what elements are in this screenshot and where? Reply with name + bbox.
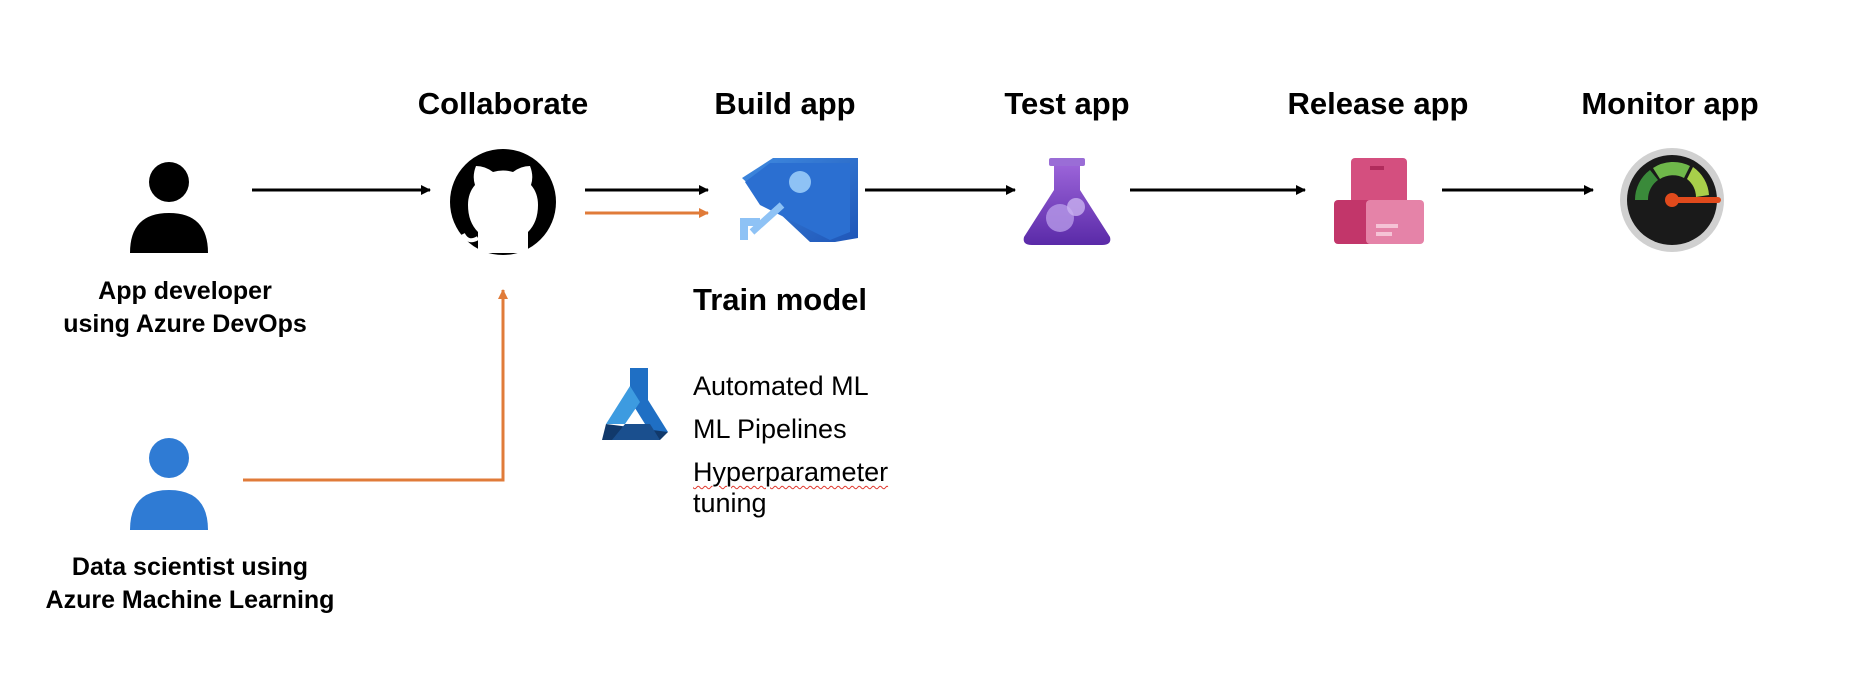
train-item-hyperparameter: Hyperparameter: [693, 457, 889, 487]
stage-title-release: Release app: [1287, 86, 1469, 121]
train-item-tuning: tuning: [693, 488, 767, 518]
app-developer-label-line1: App developer: [98, 277, 272, 305]
test-plans-flask-icon: [1023, 158, 1111, 245]
arrow-data-scientist-to-collaborate: [243, 289, 508, 482]
train-model-list: Automated ML ML Pipelines Hyperparameter…: [693, 370, 888, 520]
stage-title-monitor: Monitor app: [1581, 86, 1759, 121]
train-item-ml-pipelines: ML Pipelines: [693, 414, 847, 444]
data-scientist-icon: [130, 438, 208, 530]
stage-title-build: Build app: [714, 86, 856, 121]
stage-title-collaborate: Collaborate: [417, 86, 589, 121]
data-scientist-label-line1: Data scientist using: [71, 553, 309, 581]
train-model-title: Train model: [693, 282, 867, 317]
azure-machine-learning-icon: [602, 368, 668, 440]
monitor-gauge-icon: [1620, 148, 1724, 252]
app-developer-label-line2: using Azure DevOps: [63, 310, 307, 338]
stage-title-test: Test app: [1004, 86, 1130, 121]
data-scientist-label-line2: Azure Machine Learning: [45, 586, 335, 614]
app-developer-label: App developer using Azure DevOps: [35, 275, 335, 341]
data-scientist-label: Data scientist using Azure Machine Learn…: [10, 551, 370, 617]
github-icon: [450, 149, 556, 255]
app-developer-icon: [130, 162, 208, 253]
azure-pipelines-icon: [740, 158, 858, 242]
train-item-automated-ml: Automated ML: [693, 371, 869, 401]
artifacts-boxes-icon: [1334, 158, 1424, 244]
